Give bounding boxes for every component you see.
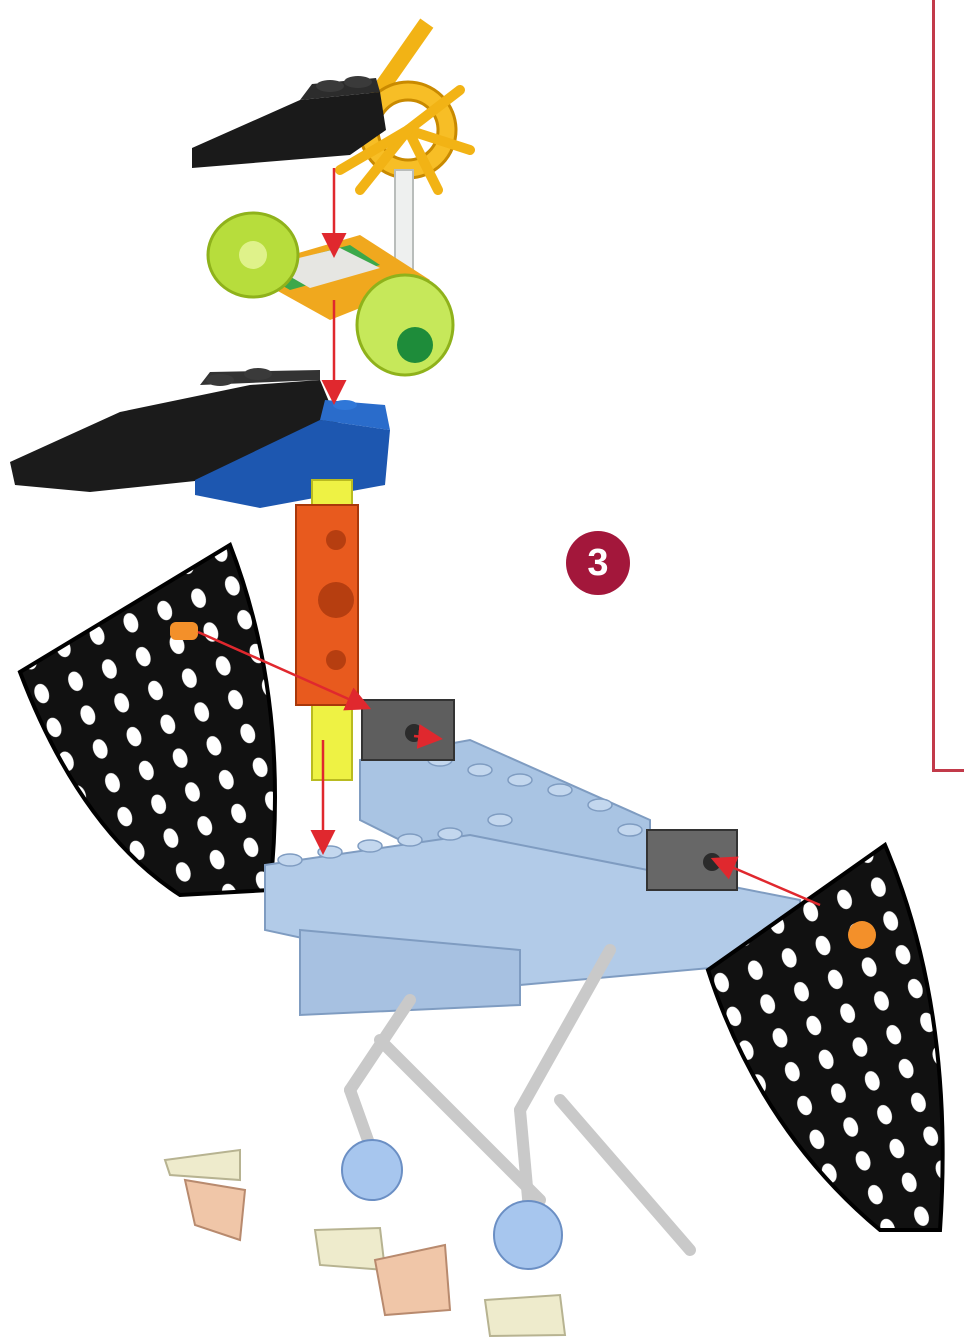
- black-beak-piece: [192, 76, 386, 168]
- green-wheels: [208, 213, 453, 375]
- step-number-badge: 3: [566, 531, 630, 595]
- left-black-wing: [20, 545, 275, 895]
- neck-rods: [296, 480, 358, 780]
